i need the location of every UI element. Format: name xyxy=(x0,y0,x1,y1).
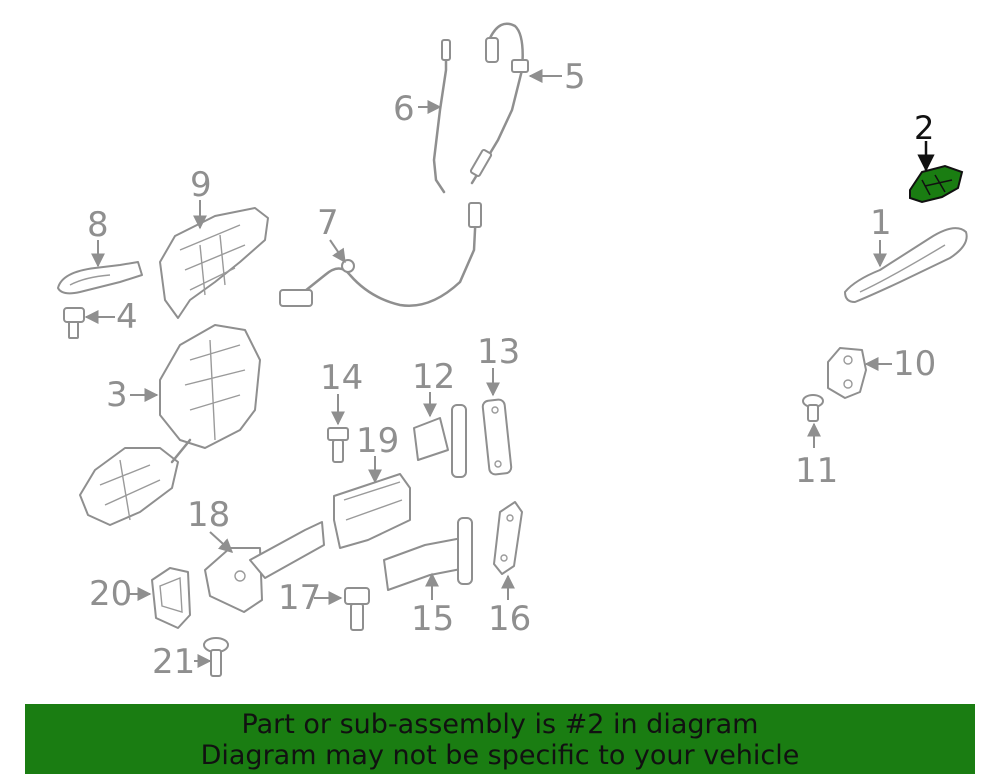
part-19-cover xyxy=(333,473,411,549)
callout-19: 19 xyxy=(356,421,400,461)
callout-17: 17 xyxy=(278,578,322,618)
callout-5: 5 xyxy=(564,57,586,97)
part-13-plate xyxy=(481,398,513,476)
part-18-strap xyxy=(204,521,325,613)
leader-18 xyxy=(209,531,234,553)
part-11-screw xyxy=(802,394,824,422)
part-2-cover xyxy=(909,164,964,204)
callout-10: 10 xyxy=(893,344,937,384)
callout-4: 4 xyxy=(116,297,138,337)
part-4-bolt xyxy=(63,307,85,339)
callout-13: 13 xyxy=(477,332,521,372)
callout-2: 2 xyxy=(914,109,935,147)
info-banner: Part or sub-assembly is #2 in diagram Di… xyxy=(25,704,975,774)
part-8-bracket xyxy=(57,261,143,295)
part-1-handle xyxy=(844,227,968,303)
callout-1: 1 xyxy=(870,203,892,243)
banner-line-2: Diagram may not be specific to your vehi… xyxy=(200,740,800,771)
banner-line-1: Part or sub-assembly is #2 in diagram xyxy=(241,709,759,740)
part-21-bolt xyxy=(203,637,229,677)
callout-8: 8 xyxy=(87,205,109,245)
part-10-striker xyxy=(827,347,867,399)
part-12-hinge xyxy=(413,404,467,478)
part-16-plate xyxy=(493,501,523,575)
callout-21: 21 xyxy=(152,642,196,682)
callout-9: 9 xyxy=(190,165,212,205)
callout-6: 6 xyxy=(393,89,415,129)
callout-14: 14 xyxy=(320,358,364,398)
part-20-block xyxy=(151,567,191,629)
part-17-bolt xyxy=(344,587,370,631)
callout-7: 7 xyxy=(317,203,339,243)
part-14-bolt xyxy=(327,427,349,463)
callout-12: 12 xyxy=(412,357,456,397)
callout-20: 20 xyxy=(89,574,133,614)
callout-3: 3 xyxy=(106,375,128,415)
part-9-carrier xyxy=(159,207,269,319)
part-7-cable xyxy=(279,202,482,307)
part-3-lock xyxy=(79,324,261,526)
leader-7 xyxy=(329,239,346,264)
part-6-rod xyxy=(432,39,451,194)
callout-18: 18 xyxy=(187,495,231,535)
callout-15: 15 xyxy=(411,599,455,639)
callout-11: 11 xyxy=(795,451,839,491)
part-15-hinge xyxy=(383,517,473,591)
callout-16: 16 xyxy=(488,599,532,639)
leader-lines xyxy=(84,69,935,668)
part-5-cable xyxy=(469,22,529,185)
